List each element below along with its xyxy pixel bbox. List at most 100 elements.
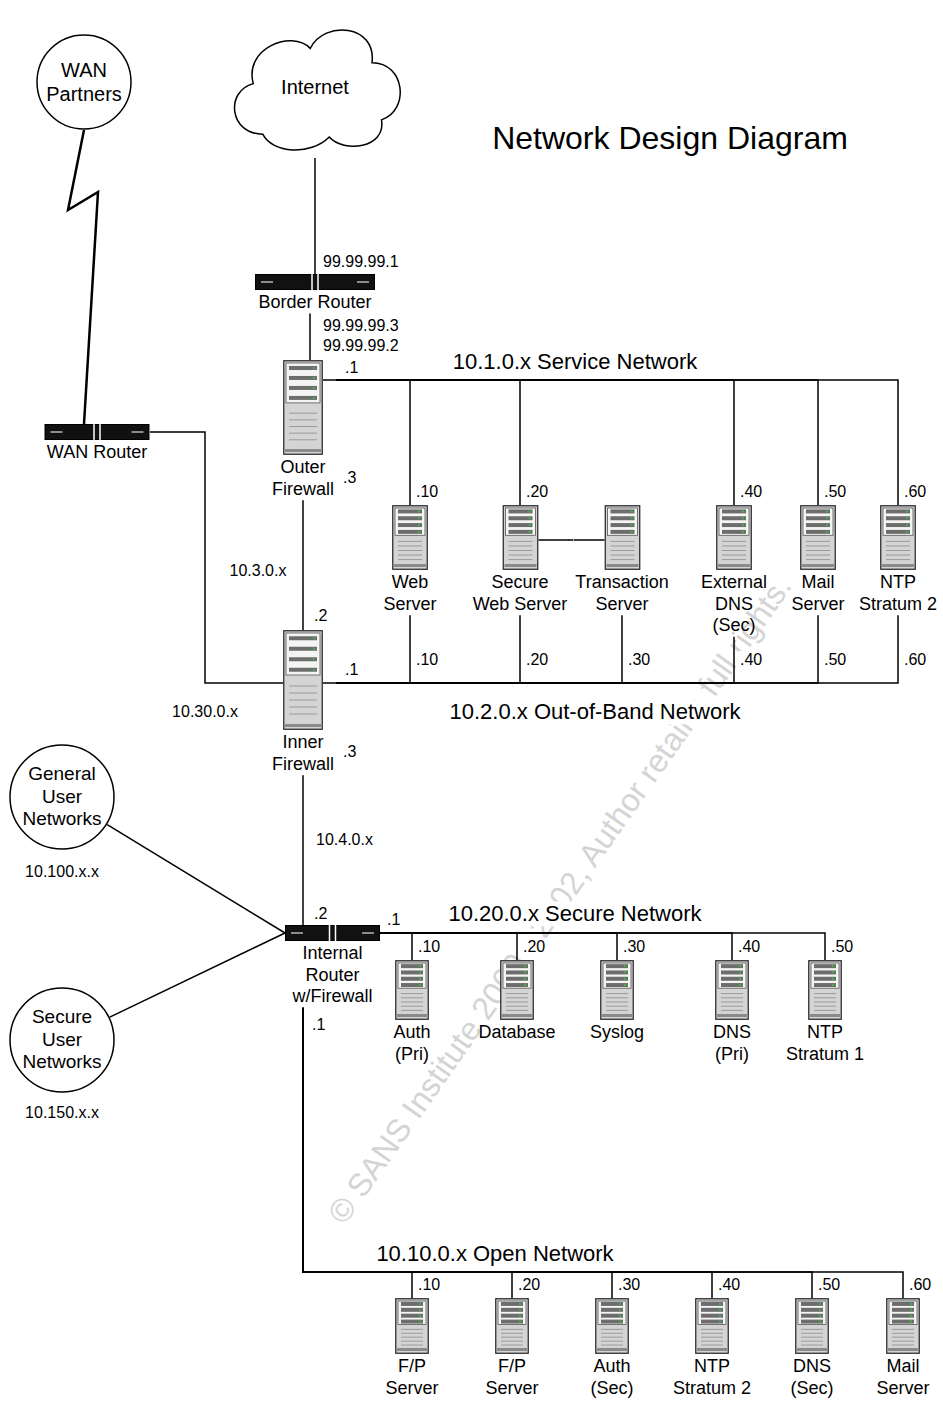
device-icon — [775, 1298, 849, 1354]
network-link — [150, 432, 270, 683]
drive-bay — [610, 509, 634, 513]
drive-led — [742, 510, 744, 512]
network-group-circle: Secure User Networks — [9, 987, 115, 1093]
drive-panel — [498, 1301, 526, 1325]
node-label: Web Server — [373, 572, 447, 615]
router-divider — [335, 925, 337, 941]
host-address: .40 — [717, 1276, 741, 1294]
host-address: .20 — [517, 1276, 541, 1294]
server-tower — [717, 506, 752, 570]
drive-bay — [801, 1314, 823, 1318]
label-anchor: 10.100.x.x — [24, 863, 100, 881]
vent-line — [501, 1345, 523, 1346]
label-anchor: 10.4.0.x — [315, 831, 374, 849]
drive-led — [419, 1321, 421, 1323]
tower-case — [801, 506, 836, 570]
node-label: Auth (Pri) — [375, 1022, 449, 1065]
drive-bay — [892, 1308, 914, 1312]
tower-base — [285, 449, 321, 452]
host-address: .10 — [417, 938, 441, 956]
vent-line — [814, 1002, 836, 1003]
network-label: 99.99.99.2 — [322, 337, 400, 355]
router-divider — [311, 274, 313, 290]
tower-case — [601, 961, 634, 1020]
drive-bay — [814, 977, 836, 981]
drive-led — [528, 524, 530, 526]
drive-bay — [398, 509, 422, 513]
host-address: .50 — [830, 938, 854, 956]
drive-led — [419, 984, 421, 986]
drive-led — [528, 510, 530, 512]
tower-case — [496, 1299, 529, 1354]
vent-line — [398, 541, 422, 542]
drive-bay — [814, 964, 836, 968]
network-link — [380, 933, 412, 960]
drive-bay — [722, 516, 746, 520]
circle-shape — [37, 35, 131, 129]
device-icon — [375, 960, 449, 1020]
host-address: .10 — [415, 483, 439, 501]
network-link — [336, 615, 898, 683]
drive-led — [419, 1309, 421, 1311]
tower-case — [887, 1299, 920, 1354]
tower-base — [718, 564, 750, 567]
vent-line — [289, 433, 317, 434]
vent-line — [501, 1341, 523, 1342]
vent-line — [721, 993, 743, 994]
network-group-circle: General User Networks — [9, 744, 115, 850]
server-device: Outer Firewall — [270, 360, 336, 500]
drive-bay — [814, 983, 836, 987]
drive-panel — [398, 963, 426, 988]
drive-bay — [289, 396, 317, 400]
vent-line — [401, 1337, 423, 1338]
network-label: .1 — [311, 1016, 326, 1034]
drive-panel — [889, 1301, 917, 1325]
server-device: Syslog — [580, 960, 654, 1044]
vent-line — [508, 550, 532, 551]
drive-bay — [610, 516, 634, 520]
label-anchor: 10.150.x.x — [24, 1104, 100, 1122]
vent-line — [289, 686, 317, 687]
server-device: F/P Server — [375, 1298, 449, 1399]
drive-led — [418, 524, 420, 526]
router-case — [286, 926, 380, 941]
router-port — [362, 932, 374, 934]
router-divider — [329, 925, 331, 941]
vent-line — [892, 1329, 914, 1330]
drive-bay — [886, 509, 910, 513]
drive-led — [826, 531, 828, 533]
device-icon — [694, 505, 774, 570]
vent-line — [398, 559, 422, 560]
router-port — [51, 431, 63, 433]
drive-led — [419, 965, 421, 967]
tower-base — [797, 1348, 827, 1351]
server-device: Web Server — [373, 505, 447, 615]
server-device: Auth (Sec) — [575, 1298, 649, 1399]
device-icon — [373, 505, 447, 570]
drive-bay — [289, 657, 317, 661]
router-divider — [317, 274, 319, 290]
server-device: Secure Web Server — [472, 505, 569, 615]
label-anchor: 99.99.99.2 — [322, 337, 400, 355]
host-address-anchor: .40 — [739, 651, 763, 669]
drive-bay — [886, 530, 910, 534]
network-link — [336, 637, 734, 683]
drive-led — [313, 367, 315, 369]
network-link — [303, 1008, 812, 1298]
drive-bay — [610, 523, 634, 527]
drive-led — [832, 965, 834, 967]
label-anchor: 10.1.0.x Service Network — [452, 349, 699, 374]
vent-line — [289, 413, 317, 414]
router-divider — [99, 424, 101, 440]
router-body — [45, 424, 149, 440]
drive-led — [910, 1315, 912, 1317]
title-anchor: Network Design Diagram — [492, 120, 848, 157]
drive-bay — [721, 964, 743, 968]
drive-led — [719, 1321, 721, 1323]
node-label: Syslog — [580, 1022, 654, 1044]
host-address-anchor: .30 — [617, 1276, 641, 1294]
network-label: 10.1.0.x Service Network — [452, 349, 699, 374]
tower-base — [504, 564, 536, 567]
drive-panel — [598, 1301, 626, 1325]
server-device: DNS (Sec) — [775, 1298, 849, 1399]
